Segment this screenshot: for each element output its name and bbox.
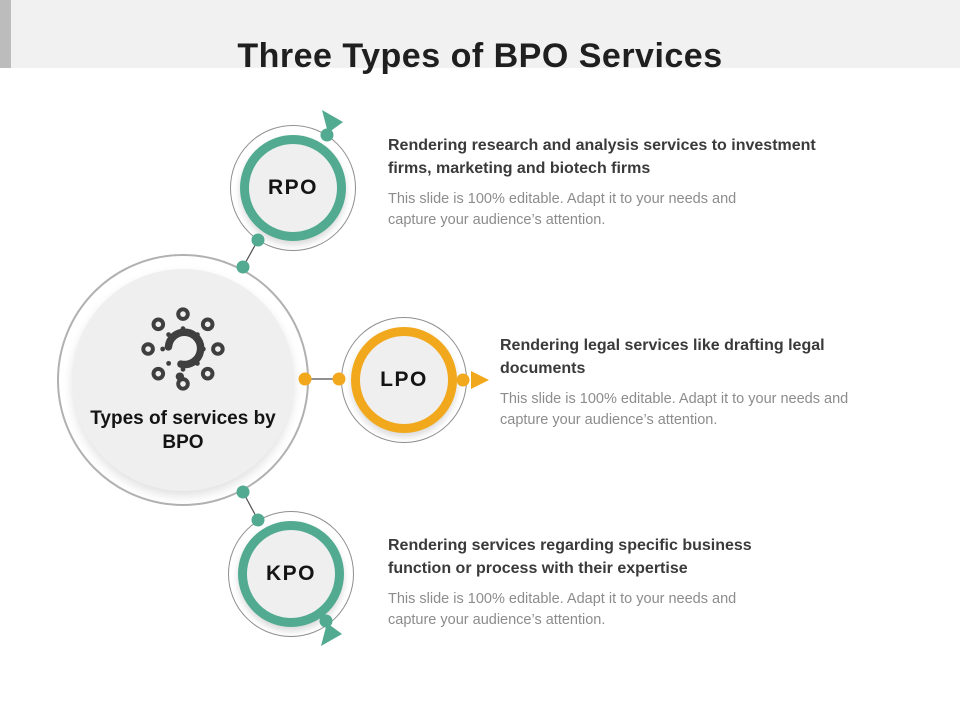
desc-rpo-body: This slide is 100% editable. Adapt it to… [388, 191, 737, 228]
node-kpo-label: KPO [265, 562, 316, 585]
question-hub-icon [141, 307, 225, 391]
node-rpo-ring: RPO [240, 135, 346, 241]
header-band [0, 0, 960, 68]
desc-block-rpo: Rendering research and analysis services… [388, 134, 863, 231]
desc-kpo-body: This slide is 100% editable. Adapt it to… [388, 591, 737, 628]
desc-block-lpo: Rendering legal services like drafting l… [500, 334, 890, 431]
node-kpo: KPO [228, 511, 354, 637]
center-circle-inner: Types of services by BPO [72, 269, 294, 491]
center-label: Types of services by BPO [90, 408, 276, 453]
desc-lpo-body: This slide is 100% editable. Adapt it to… [500, 391, 849, 428]
desc-block-kpo: Rendering services regarding specific bu… [388, 534, 808, 631]
node-rpo-label: RPO [267, 176, 318, 199]
node-kpo-ring: KPO [238, 521, 344, 627]
node-lpo: LPO [341, 317, 467, 443]
center-circle: Types of services by BPO [57, 254, 309, 506]
slide-title: Three Types of BPO Services [237, 37, 723, 76]
desc-lpo-heading: Rendering legal services like drafting l… [500, 337, 825, 377]
header-accent-strip [0, 0, 11, 68]
arrow-up-icon [322, 110, 343, 133]
node-rpo: RPO [230, 125, 356, 251]
desc-kpo-heading: Rendering services regarding specific bu… [388, 537, 752, 577]
node-lpo-ring: LPO [351, 327, 457, 433]
node-lpo-label: LPO [380, 368, 428, 391]
arrow-right-icon [471, 371, 489, 389]
desc-rpo-heading: Rendering research and analysis services… [388, 137, 816, 177]
